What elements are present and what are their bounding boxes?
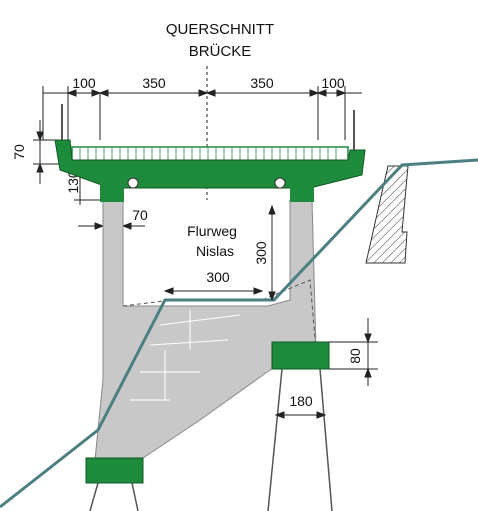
bridge-deck <box>54 104 366 202</box>
title-line-2: BRÜCKE <box>189 42 252 60</box>
dim-right-overhang: 100 <box>321 75 345 91</box>
retaining-wall-hatch <box>365 165 409 264</box>
stair-pattern <box>130 310 241 401</box>
dim-right-half: 350 <box>250 75 274 91</box>
terrain-line <box>0 158 478 509</box>
dim-underpass-height: 300 <box>253 241 269 265</box>
deck-dimension-chain <box>42 86 362 140</box>
underpass-dimensions <box>163 204 276 302</box>
dim-left-overhang: 100 <box>72 75 96 91</box>
dim-left-half: 350 <box>142 75 166 91</box>
title-line-1: QUERSCHNITT <box>166 21 274 38</box>
dim-footing-width: 180 <box>289 393 313 409</box>
dim-underpass-width: 300 <box>206 269 230 285</box>
substructure-concrete <box>94 199 317 461</box>
dim-footing-height: 80 <box>347 348 363 364</box>
footings <box>85 341 333 511</box>
path-place-label: Nislas <box>196 243 234 259</box>
dim-pier-width: 70 <box>132 207 148 223</box>
path-name-label: Flurweg <box>187 223 237 239</box>
dim-deck-edge-height: 70 <box>11 144 27 160</box>
footing-dimensions <box>274 318 378 419</box>
